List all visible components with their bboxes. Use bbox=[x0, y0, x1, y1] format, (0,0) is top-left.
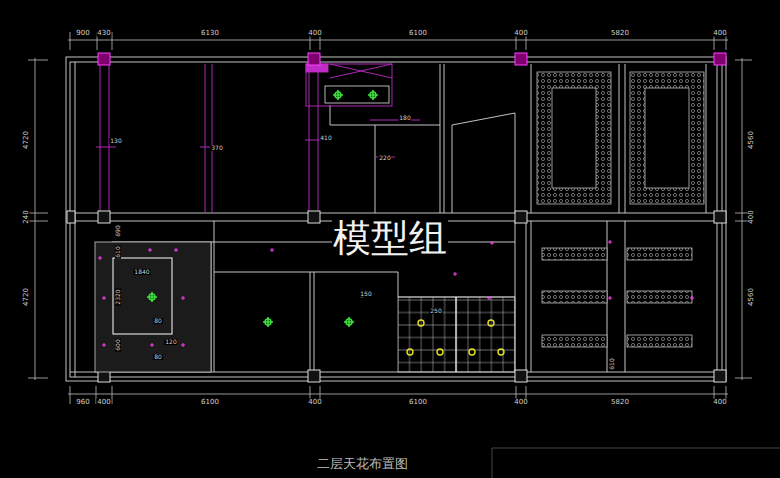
columns bbox=[98, 53, 726, 65]
dimension-text: 4560 bbox=[748, 287, 755, 307]
dimension-text: 180 bbox=[398, 115, 411, 121]
dimension-text: 400 bbox=[513, 30, 528, 37]
dimension-text: 80 bbox=[153, 354, 163, 360]
dimension-text: 5820 bbox=[610, 399, 630, 406]
dimension-lines bbox=[28, 32, 780, 478]
dimension-text: 400 bbox=[712, 399, 727, 406]
dimension-text: 430 bbox=[96, 30, 111, 37]
dimension-text: 960 bbox=[75, 399, 90, 406]
walls bbox=[66, 57, 726, 381]
dimension-text: 6100 bbox=[408, 30, 428, 37]
dimension-text: 150 bbox=[359, 291, 372, 297]
drawing-caption: 二层天花布置图 bbox=[316, 457, 409, 470]
dimension-text: 4720 bbox=[23, 130, 30, 150]
ceiling-lamps bbox=[147, 90, 378, 327]
dimension-text: 220 bbox=[378, 155, 391, 161]
dimension-text: 370 bbox=[210, 145, 223, 151]
dimension-text: 2320 bbox=[115, 288, 121, 305]
dimension-text: 130 bbox=[109, 138, 122, 144]
dimension-text: 410 bbox=[319, 135, 332, 141]
dimension-text: 400 bbox=[712, 30, 727, 37]
watermark: 模型组 bbox=[332, 219, 448, 257]
lattice-panels bbox=[537, 72, 704, 347]
dimension-text: 240 bbox=[23, 209, 30, 224]
dimension-text: 6130 bbox=[200, 30, 220, 37]
dimension-text: 5820 bbox=[610, 30, 630, 37]
dimension-text: 250 bbox=[429, 308, 442, 314]
dimension-text: 4560 bbox=[748, 130, 755, 150]
dimension-text: 610 bbox=[115, 245, 121, 258]
spotlights bbox=[407, 320, 504, 355]
dimension-text: 400 bbox=[307, 399, 322, 406]
dimension-text: 1840 bbox=[133, 269, 150, 275]
dimension-text: 400 bbox=[748, 209, 755, 224]
dimension-text: 900 bbox=[75, 30, 90, 37]
dimension-text: 6100 bbox=[408, 399, 428, 406]
dimension-text: 400 bbox=[96, 399, 111, 406]
dimension-text: 120 bbox=[164, 339, 177, 345]
dimension-text: 6100 bbox=[200, 399, 220, 406]
dimension-text: 400 bbox=[307, 30, 322, 37]
dimension-text: 690 bbox=[115, 224, 121, 237]
dimension-text: 610 bbox=[609, 357, 615, 370]
beams bbox=[96, 64, 420, 213]
dimension-text: 400 bbox=[513, 399, 528, 406]
dimension-text: 600 bbox=[115, 338, 121, 351]
dimension-text: 80 bbox=[153, 318, 163, 324]
dimension-text: 4720 bbox=[23, 287, 30, 307]
